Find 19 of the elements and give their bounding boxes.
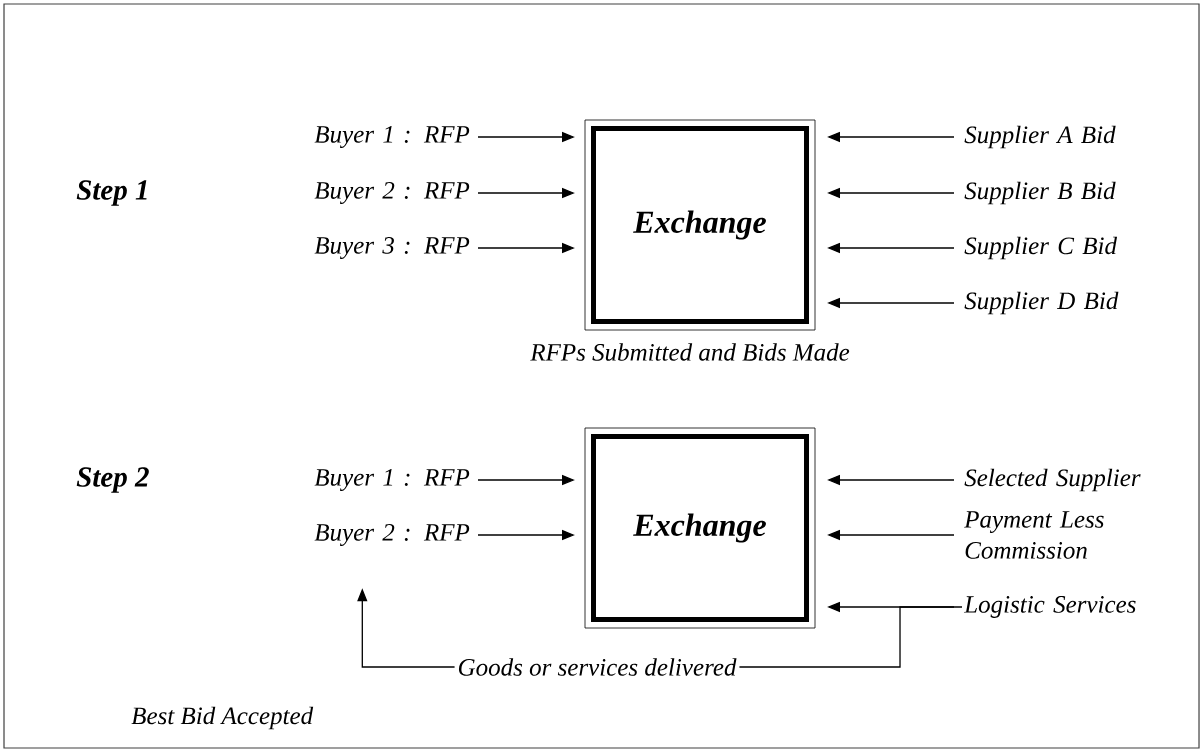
item-text: Supplier A Bid <box>964 125 1116 149</box>
exchange-box: Exchange <box>584 119 816 331</box>
edge-label: Goods or services delivered <box>454 655 740 679</box>
item-text: Buyer 1 : RFP <box>314 126 470 148</box>
step-label: Step 2 <box>76 467 149 493</box>
caption-text: RFPs Submitted and Bids Made <box>530 343 850 361</box>
item-text: Selected Supplier <box>964 468 1141 492</box>
item-text: Buyer 2 : RFP <box>314 524 470 546</box>
item-text: Buyer 2 : RFP <box>314 182 470 204</box>
exchange-box: Exchange <box>584 427 816 629</box>
item-text: Supplier C Bid <box>964 236 1118 260</box>
item-text: Logistic Services <box>963 596 1136 618</box>
item-text: Buyer 3 : RFP <box>314 237 470 259</box>
item-text: Payment Less Commission <box>964 511 1104 559</box>
step-label: Step 1 <box>76 180 147 206</box>
item-text: Buyer 1 : RFP <box>314 469 470 491</box>
item-text: Supplier D Bid <box>964 291 1119 315</box>
item-text: Supplier B Bid <box>964 181 1116 205</box>
note-text: Best Bid Accepted <box>131 706 314 730</box>
